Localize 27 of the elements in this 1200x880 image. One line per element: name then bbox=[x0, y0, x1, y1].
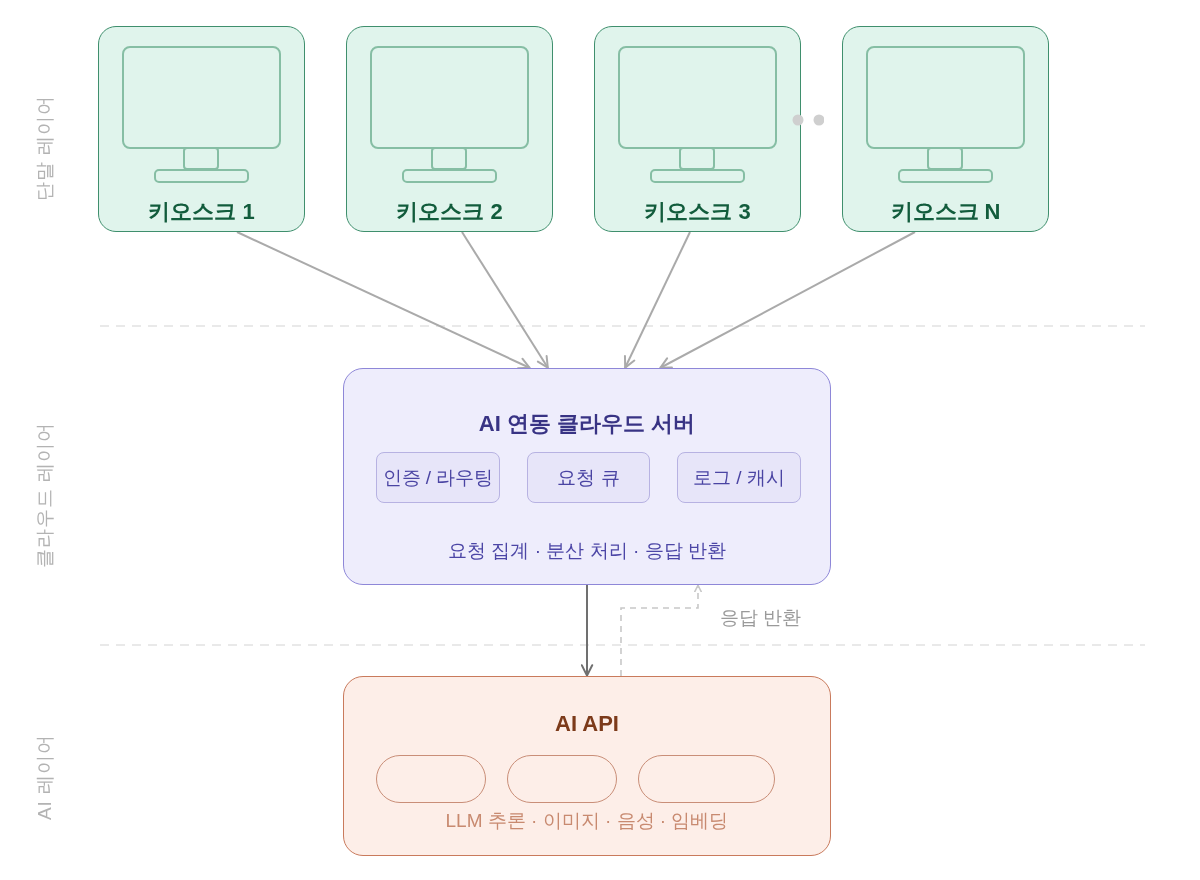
kiosk-label: 키오스크 N bbox=[890, 198, 1001, 226]
kiosk-card bbox=[594, 26, 801, 232]
arrow bbox=[580, 584, 594, 677]
kiosk-label: 키오스크 3 bbox=[644, 198, 751, 226]
layer-label: 단말 레이어 bbox=[33, 94, 57, 202]
kiosk-card bbox=[346, 26, 553, 232]
module-box: 요청 큐 bbox=[527, 452, 650, 503]
layer-label: 클라우드 레이어 bbox=[33, 421, 57, 569]
dashed-arrow bbox=[620, 584, 702, 677]
panel-title: AI 연동 클라우드 서버 bbox=[478, 410, 696, 438]
module-box: 로그 / 캐시 bbox=[677, 452, 801, 503]
arrow bbox=[236, 231, 531, 370]
arrow bbox=[659, 231, 916, 369]
edge-label: 응답 반환 bbox=[718, 606, 804, 630]
panel-description: LLM 추론 · 이미지 · 음성 · 임베딩 bbox=[445, 809, 729, 833]
module-box: 인증 / 라우팅 bbox=[376, 452, 500, 503]
panel-title: AI API bbox=[555, 710, 619, 738]
kiosk-card bbox=[98, 26, 305, 232]
arrow bbox=[461, 231, 549, 369]
kiosk-label: 키오스크 2 bbox=[396, 198, 503, 226]
layer-label: AI 레이어 bbox=[33, 733, 57, 821]
panel-description: 요청 집계 · 분산 처리 · 응답 반환 bbox=[448, 539, 726, 563]
kiosk-label: 키오스크 1 bbox=[148, 198, 255, 226]
server-panel bbox=[343, 368, 831, 585]
api-panel bbox=[343, 676, 831, 856]
kiosk-card bbox=[842, 26, 1049, 232]
arrow bbox=[623, 231, 691, 369]
